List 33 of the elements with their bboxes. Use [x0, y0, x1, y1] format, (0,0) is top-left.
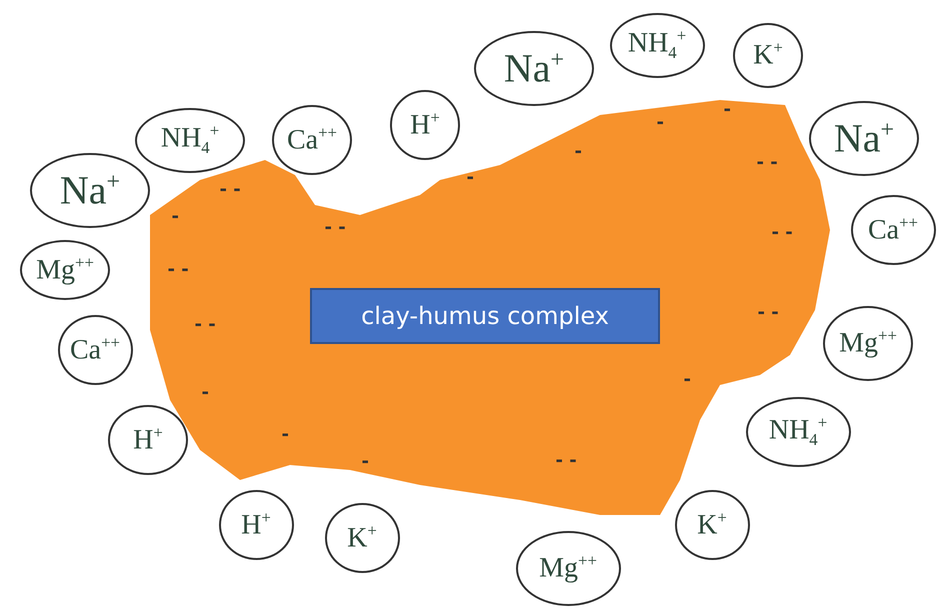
- ion-symbol: Ca$^{++}$: [868, 215, 918, 245]
- ion-symbol: K$^{+}$: [347, 523, 377, 553]
- ion-symbol: Ca$^{++}$: [286, 125, 338, 155]
- ion-symbol: K$^{+}$: [753, 40, 783, 70]
- ion-symbol: Ca$^{++}$: [70, 335, 120, 365]
- negative-charge-sign: - -: [220, 181, 241, 199]
- ion-symbol: H$^{+}$: [133, 425, 163, 455]
- negative-charge-sign: -: [282, 426, 289, 444]
- negative-charge-sign: -: [362, 453, 369, 471]
- ion-symbol: K$^{+}$: [697, 510, 727, 540]
- ion-symbol: Mg$^{++}$: [539, 553, 597, 583]
- complex-label-box: clay-humus complex: [310, 288, 660, 344]
- negative-charge-sign: - -: [194, 316, 216, 334]
- negative-charge-sign: -: [466, 169, 474, 187]
- negative-charge-sign: -: [172, 208, 179, 226]
- negative-charge-sign: -: [724, 101, 731, 119]
- ion-symbol: Mg$^{++}$: [839, 328, 897, 358]
- negative-charge-sign: -: [574, 143, 582, 161]
- ion-symbol: Na$^{+}$: [60, 170, 120, 210]
- ion-symbol: Mg$^{++}$: [36, 255, 94, 285]
- negative-charge-sign: - -: [168, 261, 189, 279]
- negative-charge-sign: -: [656, 114, 664, 132]
- negative-charge-sign: - -: [758, 304, 779, 322]
- negative-charge-sign: - -: [324, 219, 346, 237]
- negative-charge-sign: - -: [756, 154, 778, 172]
- negative-charge-sign: - -: [772, 224, 793, 242]
- negative-charge-sign: - -: [556, 452, 577, 470]
- ion-symbol: H$^{+}$: [410, 110, 440, 140]
- ion-symbol: H$^{+}$: [241, 510, 271, 540]
- negative-charge-sign: -: [684, 371, 691, 389]
- ion-symbol: Na$^{+}$: [834, 118, 894, 158]
- negative-charge-sign: -: [202, 384, 209, 402]
- ion-symbol: Na$^{+}$: [504, 48, 564, 88]
